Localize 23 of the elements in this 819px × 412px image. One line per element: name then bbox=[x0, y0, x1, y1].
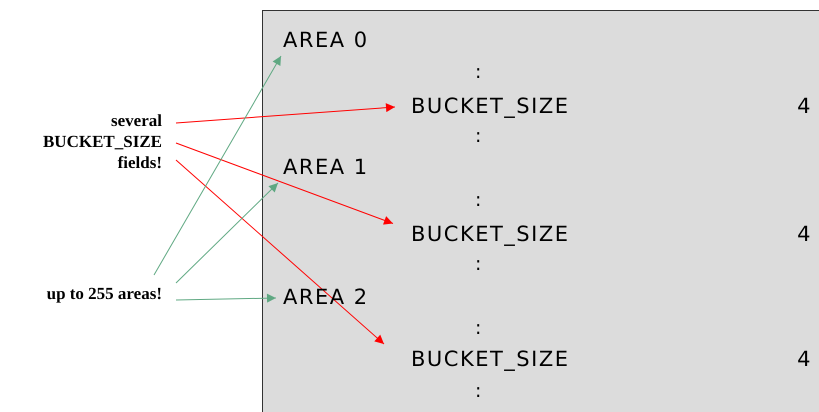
arrow bbox=[154, 56, 282, 276]
arrow bbox=[176, 294, 276, 303]
field-value: 4 bbox=[797, 93, 812, 120]
ellipsis-text: : bbox=[475, 62, 482, 82]
arrow bbox=[176, 182, 278, 284]
annotation-text: several BUCKET_SIZE fields! bbox=[42, 110, 162, 172]
arrow bbox=[176, 103, 396, 124]
memory-panel bbox=[262, 10, 819, 412]
area-name: AREA 0 bbox=[283, 28, 369, 52]
field-name: BUCKET_SIZE bbox=[411, 93, 570, 120]
ellipsis-text: : bbox=[475, 318, 482, 338]
arrow bbox=[176, 160, 384, 344]
field-name: BUCKET_SIZE bbox=[411, 221, 570, 248]
area-name: AREA 1 bbox=[283, 155, 369, 179]
ellipsis-text: : bbox=[475, 190, 482, 210]
ellipsis-text: : bbox=[475, 126, 482, 146]
field-value: 4 bbox=[797, 221, 812, 248]
annotation-text: up to 255 areas! bbox=[46, 282, 162, 304]
ellipsis-text: : bbox=[475, 381, 482, 401]
field-name: BUCKET_SIZE bbox=[411, 346, 570, 373]
field-value: 4 bbox=[797, 346, 812, 373]
arrow bbox=[176, 142, 394, 225]
ellipsis-text: : bbox=[475, 254, 482, 274]
